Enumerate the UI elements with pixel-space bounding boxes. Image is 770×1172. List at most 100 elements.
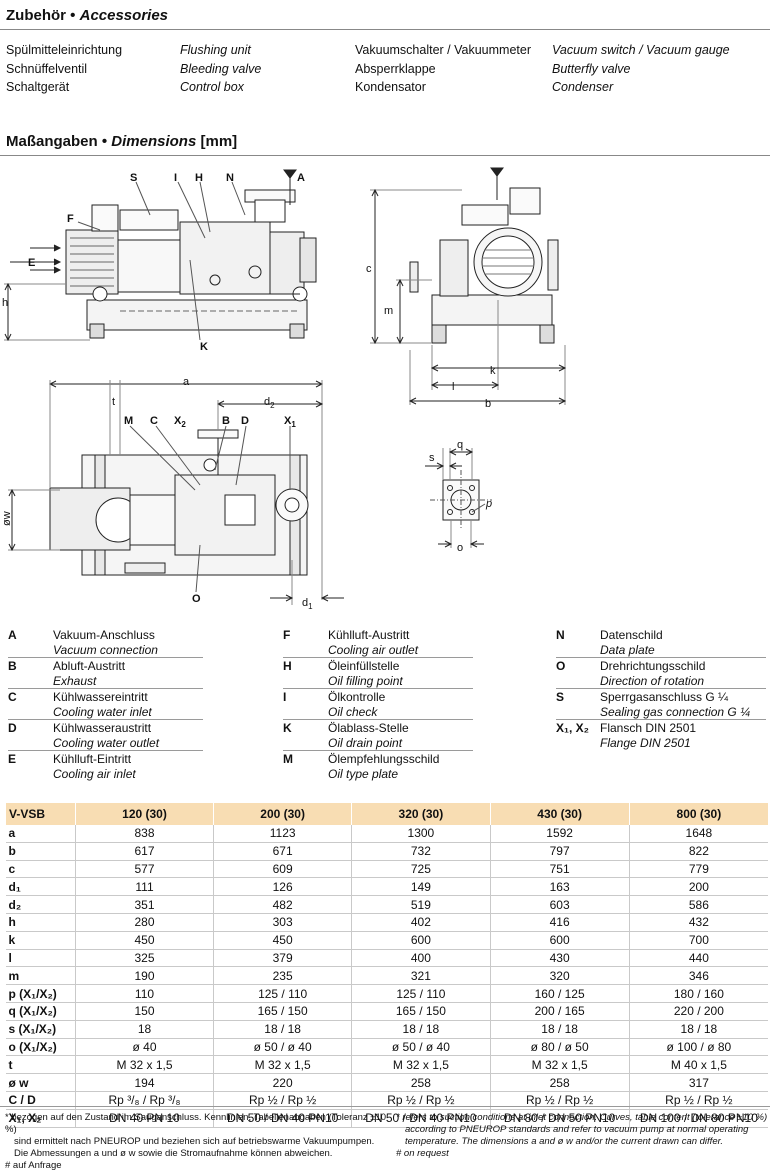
label-O: O bbox=[192, 593, 201, 605]
legend-item: S Sperrgasanschluss G ¼ Sealing gas conn… bbox=[556, 690, 766, 721]
legend-de: Sperrgasanschluss G ¼ bbox=[600, 690, 729, 704]
table-cell: 220 / 200 bbox=[628, 1002, 768, 1021]
top-view-drawing: a t d2 M C X2 B D X1 øw O d1 bbox=[1, 376, 344, 611]
legend-de: Kühlluft-Eintritt bbox=[53, 752, 132, 766]
legend-item: C Kühlwassereintritt Cooling water inlet bbox=[8, 690, 203, 721]
label-s: s bbox=[429, 452, 435, 464]
legend-item: N Datenschild Data plate bbox=[556, 628, 766, 659]
footnote-line: * bezogen auf den Zustand im Sauganschlu… bbox=[5, 1112, 387, 1135]
legend-en: Oil check bbox=[328, 705, 378, 719]
row-label: p (X₁/X₂) bbox=[5, 984, 76, 1003]
legend-item: A Vakuum-Anschluss Vacuum connection bbox=[8, 628, 203, 659]
legend-key: K bbox=[283, 721, 292, 735]
legend-de: Ölablass-Stelle bbox=[328, 721, 409, 735]
accessory-de: Spülmitteleinrichtung bbox=[6, 43, 123, 57]
legend-key: E bbox=[8, 752, 17, 766]
heading-unit: [mm] bbox=[200, 133, 238, 150]
table-cell: 190 bbox=[74, 966, 214, 986]
row-label: h bbox=[5, 913, 76, 932]
table-cell: 416 bbox=[489, 913, 630, 932]
accessory-de: Schnüffelventil bbox=[6, 62, 88, 76]
legend-de: Abluft-Austritt bbox=[53, 659, 126, 673]
table-cell: 125 / 110 bbox=[351, 984, 491, 1003]
legend-divider bbox=[283, 719, 473, 720]
footnote-line: sind ermittelt nach PNEUROP und beziehen… bbox=[14, 1136, 375, 1147]
table-cell: ø 100 / ø 80 bbox=[628, 1038, 768, 1057]
table-cell: 600 bbox=[489, 931, 630, 950]
table-cell: DN 100 / DN 80 PN10 bbox=[628, 1109, 768, 1128]
label-E: E bbox=[28, 257, 35, 269]
legend-item: E Kühlluft-Eintritt Cooling air inlet bbox=[8, 752, 203, 783]
footnote-line: * refers to suction conditions at inlet … bbox=[396, 1112, 768, 1123]
divider bbox=[0, 155, 770, 156]
table-header-cell: V-VSB bbox=[5, 803, 76, 825]
accessory-en: Vacuum switch / Vacuum gauge bbox=[552, 43, 730, 57]
table-cell: DN 40 PN 10 bbox=[74, 1109, 214, 1128]
table-cell: 18 / 18 bbox=[213, 1020, 352, 1039]
accessory-de: Kondensator bbox=[355, 80, 426, 94]
table-cell: Rp ³/₈ / Rp ³/₈ bbox=[74, 1091, 214, 1110]
table-cell: 351 bbox=[74, 895, 214, 914]
table-cell: 280 bbox=[74, 913, 214, 932]
legend-en: Cooling air outlet bbox=[328, 643, 419, 657]
legend-item: B Abluft-Austritt Exhaust bbox=[8, 659, 203, 690]
table-cell: 379 bbox=[213, 949, 352, 968]
table-cell: 194 bbox=[74, 1073, 214, 1092]
table-header-cell: 200 (30) bbox=[213, 803, 352, 825]
table-cell: ø 50 / ø 40 bbox=[213, 1038, 352, 1057]
table-cell: 321 bbox=[351, 966, 491, 986]
table-cell: 482 bbox=[213, 895, 352, 914]
table-cell: 180 / 160 bbox=[628, 984, 768, 1003]
footnote-line: Die Abmessungen a und ø w sowie die Stro… bbox=[14, 1148, 333, 1159]
table-cell: 430 bbox=[489, 949, 630, 968]
legend-divider bbox=[283, 688, 473, 689]
footnote-line: # auf Anfrage bbox=[5, 1160, 62, 1171]
table-cell: DN 50 / DN 40 PN10 bbox=[213, 1109, 352, 1128]
label-a: a bbox=[183, 376, 190, 388]
table-cell: 235 bbox=[213, 966, 352, 986]
table-cell: 163 bbox=[489, 877, 630, 897]
table-cell: M 32 x 1,5 bbox=[74, 1055, 214, 1075]
table-cell: 1123 bbox=[213, 825, 352, 843]
legend-key: S bbox=[556, 690, 565, 704]
legend-en: Cooling water outlet bbox=[53, 736, 160, 750]
row-label: m bbox=[5, 966, 76, 986]
legend-en: Sealing gas connection G ¼ bbox=[600, 705, 751, 719]
table-header-cell: 430 (30) bbox=[489, 803, 630, 825]
legend-en: Cooling water inlet bbox=[53, 705, 152, 719]
accessory-en: Control box bbox=[180, 80, 244, 94]
table-cell: M 40 x 1,5 bbox=[628, 1055, 768, 1075]
legend-item: H Öleinfüllstelle Oil filling point bbox=[283, 659, 473, 690]
label-H: H bbox=[195, 172, 203, 184]
table-cell: 797 bbox=[489, 842, 630, 861]
heading-de: Maßangaben bbox=[6, 133, 98, 150]
legend-key: B bbox=[8, 659, 17, 673]
row-label: c bbox=[5, 860, 76, 879]
label-b: b bbox=[485, 398, 491, 410]
table-cell: 600 bbox=[351, 931, 491, 950]
legend-en: Data plate bbox=[600, 643, 655, 657]
row-label: a bbox=[5, 825, 76, 843]
row-label: b bbox=[5, 842, 76, 861]
row-label: l bbox=[5, 949, 76, 968]
heading-de: Zubehör bbox=[6, 7, 66, 24]
accessory-de: Schaltgerät bbox=[6, 80, 70, 94]
divider bbox=[0, 1106, 770, 1107]
table-cell: 18 bbox=[74, 1020, 214, 1039]
label-d1: d1 bbox=[302, 597, 313, 611]
legend-de: Vakuum-Anschluss bbox=[53, 628, 155, 642]
legend-de: Kühlluft-Austritt bbox=[328, 628, 410, 642]
heading-separator: • bbox=[101, 133, 108, 150]
legend-de: Öleinfüllstelle bbox=[328, 659, 400, 673]
label-d2: d2 bbox=[264, 396, 275, 410]
legend-en: Vacuum connection bbox=[53, 643, 158, 657]
footnote-en: * refers to suction conditions at inlet … bbox=[396, 1112, 768, 1160]
flange-detail-drawing: s q p o bbox=[425, 439, 492, 554]
table-cell: 577 bbox=[74, 860, 214, 879]
legend-key: X₁, X₂ bbox=[556, 721, 589, 735]
footnote-de: * bezogen auf den Zustand im Sauganschlu… bbox=[5, 1112, 390, 1172]
dimensions-table: V-VSB 120 (30) 200 (30) 320 (30) 430 (30… bbox=[5, 803, 768, 1128]
table-header-cell: 120 (30) bbox=[74, 803, 214, 825]
